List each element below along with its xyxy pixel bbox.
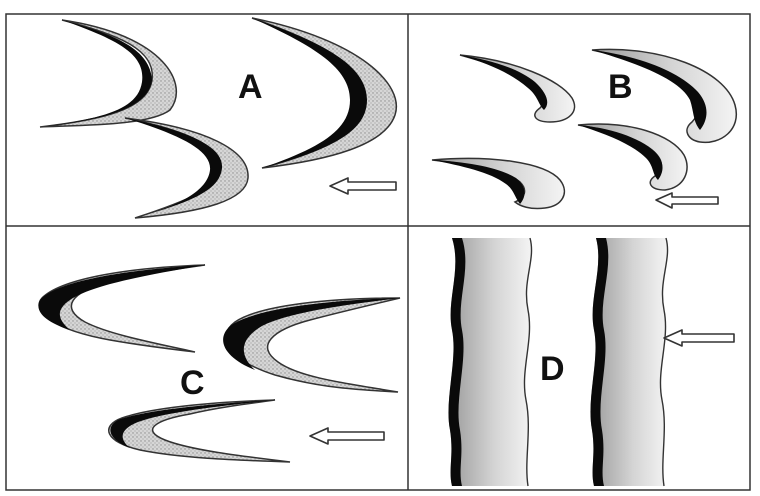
panel-label-d: D (540, 350, 565, 388)
panel-label-a: A (238, 68, 263, 106)
wavy-band (590, 238, 667, 486)
wavy-band (448, 238, 531, 486)
panel-label-c: C (180, 364, 205, 402)
panel-label-b: B (608, 68, 633, 106)
